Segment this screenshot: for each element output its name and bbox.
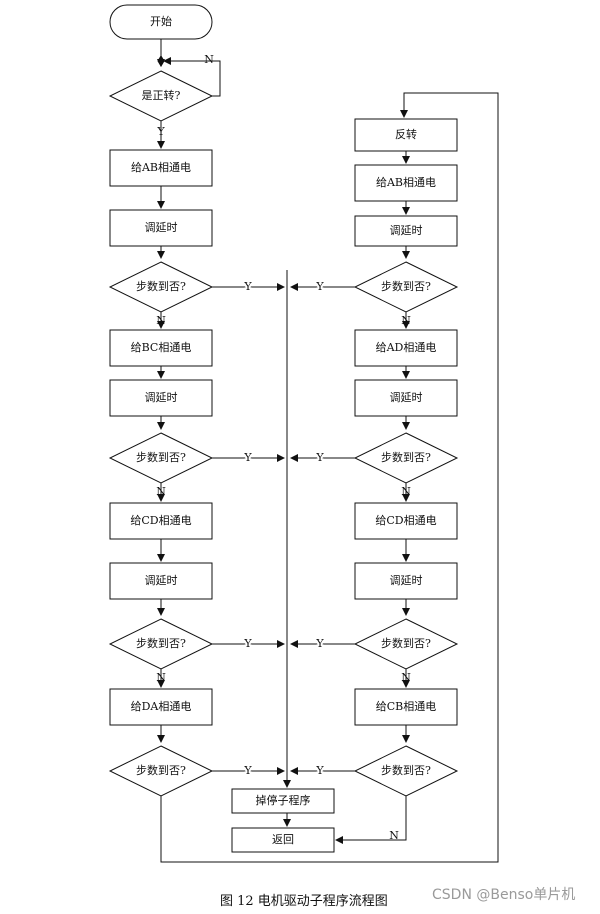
right-step-4-label: 步数到否? <box>381 764 431 777</box>
right-phase-2-label: 给AD相通电 <box>376 341 437 354</box>
left-step-3-label: 步数到否? <box>136 637 186 650</box>
left-delay-1 <box>109 209 213 247</box>
stop-subroutine-label: 掉停子程序 <box>256 793 311 807</box>
label-n-right-4: N <box>389 829 399 842</box>
right-delay-1 <box>354 215 458 247</box>
left-phase-4 <box>109 688 213 726</box>
right-delay-1-label: 调延时 <box>390 224 423 237</box>
left-delay-1-label: 调延时 <box>145 221 178 234</box>
right-phase-4-label: 给CB相通电 <box>376 700 437 713</box>
right-phase-3-label: 给CD相通电 <box>375 514 436 527</box>
label-n-forward: N <box>204 53 214 66</box>
junction-marker <box>157 55 165 67</box>
right-step-1-label: 步数到否? <box>381 280 431 293</box>
right-delay-2-label: 调延时 <box>390 391 423 404</box>
reverse-box <box>354 118 458 152</box>
return-label: 返回 <box>272 833 294 846</box>
reverse-label: 反转 <box>395 127 417 141</box>
left-delay-3 <box>109 562 213 600</box>
right-phase-1-label: 给AB相通电 <box>376 176 436 189</box>
label-y-left-4: Y <box>243 764 252 777</box>
label-n-right-1: N <box>401 314 411 327</box>
label-n-left-1: N <box>156 314 166 327</box>
watermark: CSDN @Benso单片机 <box>432 887 576 903</box>
figure-caption: 图 12 电机驱动子程序流程图 <box>220 894 388 909</box>
left-phase-4-label: 给DA相通电 <box>131 700 192 713</box>
label-n-left-2: N <box>156 485 166 498</box>
left-step-2-label: 步数到否? <box>136 451 186 464</box>
left-step-4-label: 步数到否? <box>136 764 186 777</box>
label-y-right-2: Y <box>315 451 324 464</box>
left-phase-1 <box>109 149 213 187</box>
left-step-1-label: 步数到否? <box>136 280 186 293</box>
label-y-right-4: Y <box>315 764 324 777</box>
left-phase-3 <box>109 502 213 540</box>
right-phase-4 <box>354 688 458 726</box>
right-phase-3 <box>354 502 458 540</box>
right-step-2-label: 步数到否? <box>381 451 431 464</box>
label-y-forward: Y <box>156 125 165 138</box>
right-phase-2 <box>354 329 458 367</box>
left-phase-1-label: 给AB相通电 <box>131 161 191 174</box>
left-phase-3-label: 给CD相通电 <box>130 514 191 527</box>
label-n-left-3: N <box>156 671 166 684</box>
left-delay-3-label: 调延时 <box>145 574 178 587</box>
left-phase-2 <box>109 329 213 367</box>
right-phase-1 <box>354 164 458 202</box>
label-y-right-1: Y <box>315 280 324 293</box>
label-n-right-3: N <box>401 671 411 684</box>
label-y-left-1: Y <box>243 280 252 293</box>
label-n-right-2: N <box>401 485 411 498</box>
right-delay-3 <box>354 562 458 600</box>
forward-question: 是正转? <box>142 88 181 102</box>
return-box <box>231 827 335 853</box>
start-label: 开始 <box>150 14 172 28</box>
left-phase-2-label: 给BC相通电 <box>131 341 192 354</box>
label-y-left-2: Y <box>243 451 252 464</box>
label-y-right-3: Y <box>315 637 324 650</box>
left-delay-2-label: 调延时 <box>145 391 178 404</box>
label-y-left-3: Y <box>243 637 252 650</box>
right-step-3-label: 步数到否? <box>381 637 431 650</box>
stop-subroutine <box>231 788 335 814</box>
right-delay-3-label: 调延时 <box>390 574 423 587</box>
